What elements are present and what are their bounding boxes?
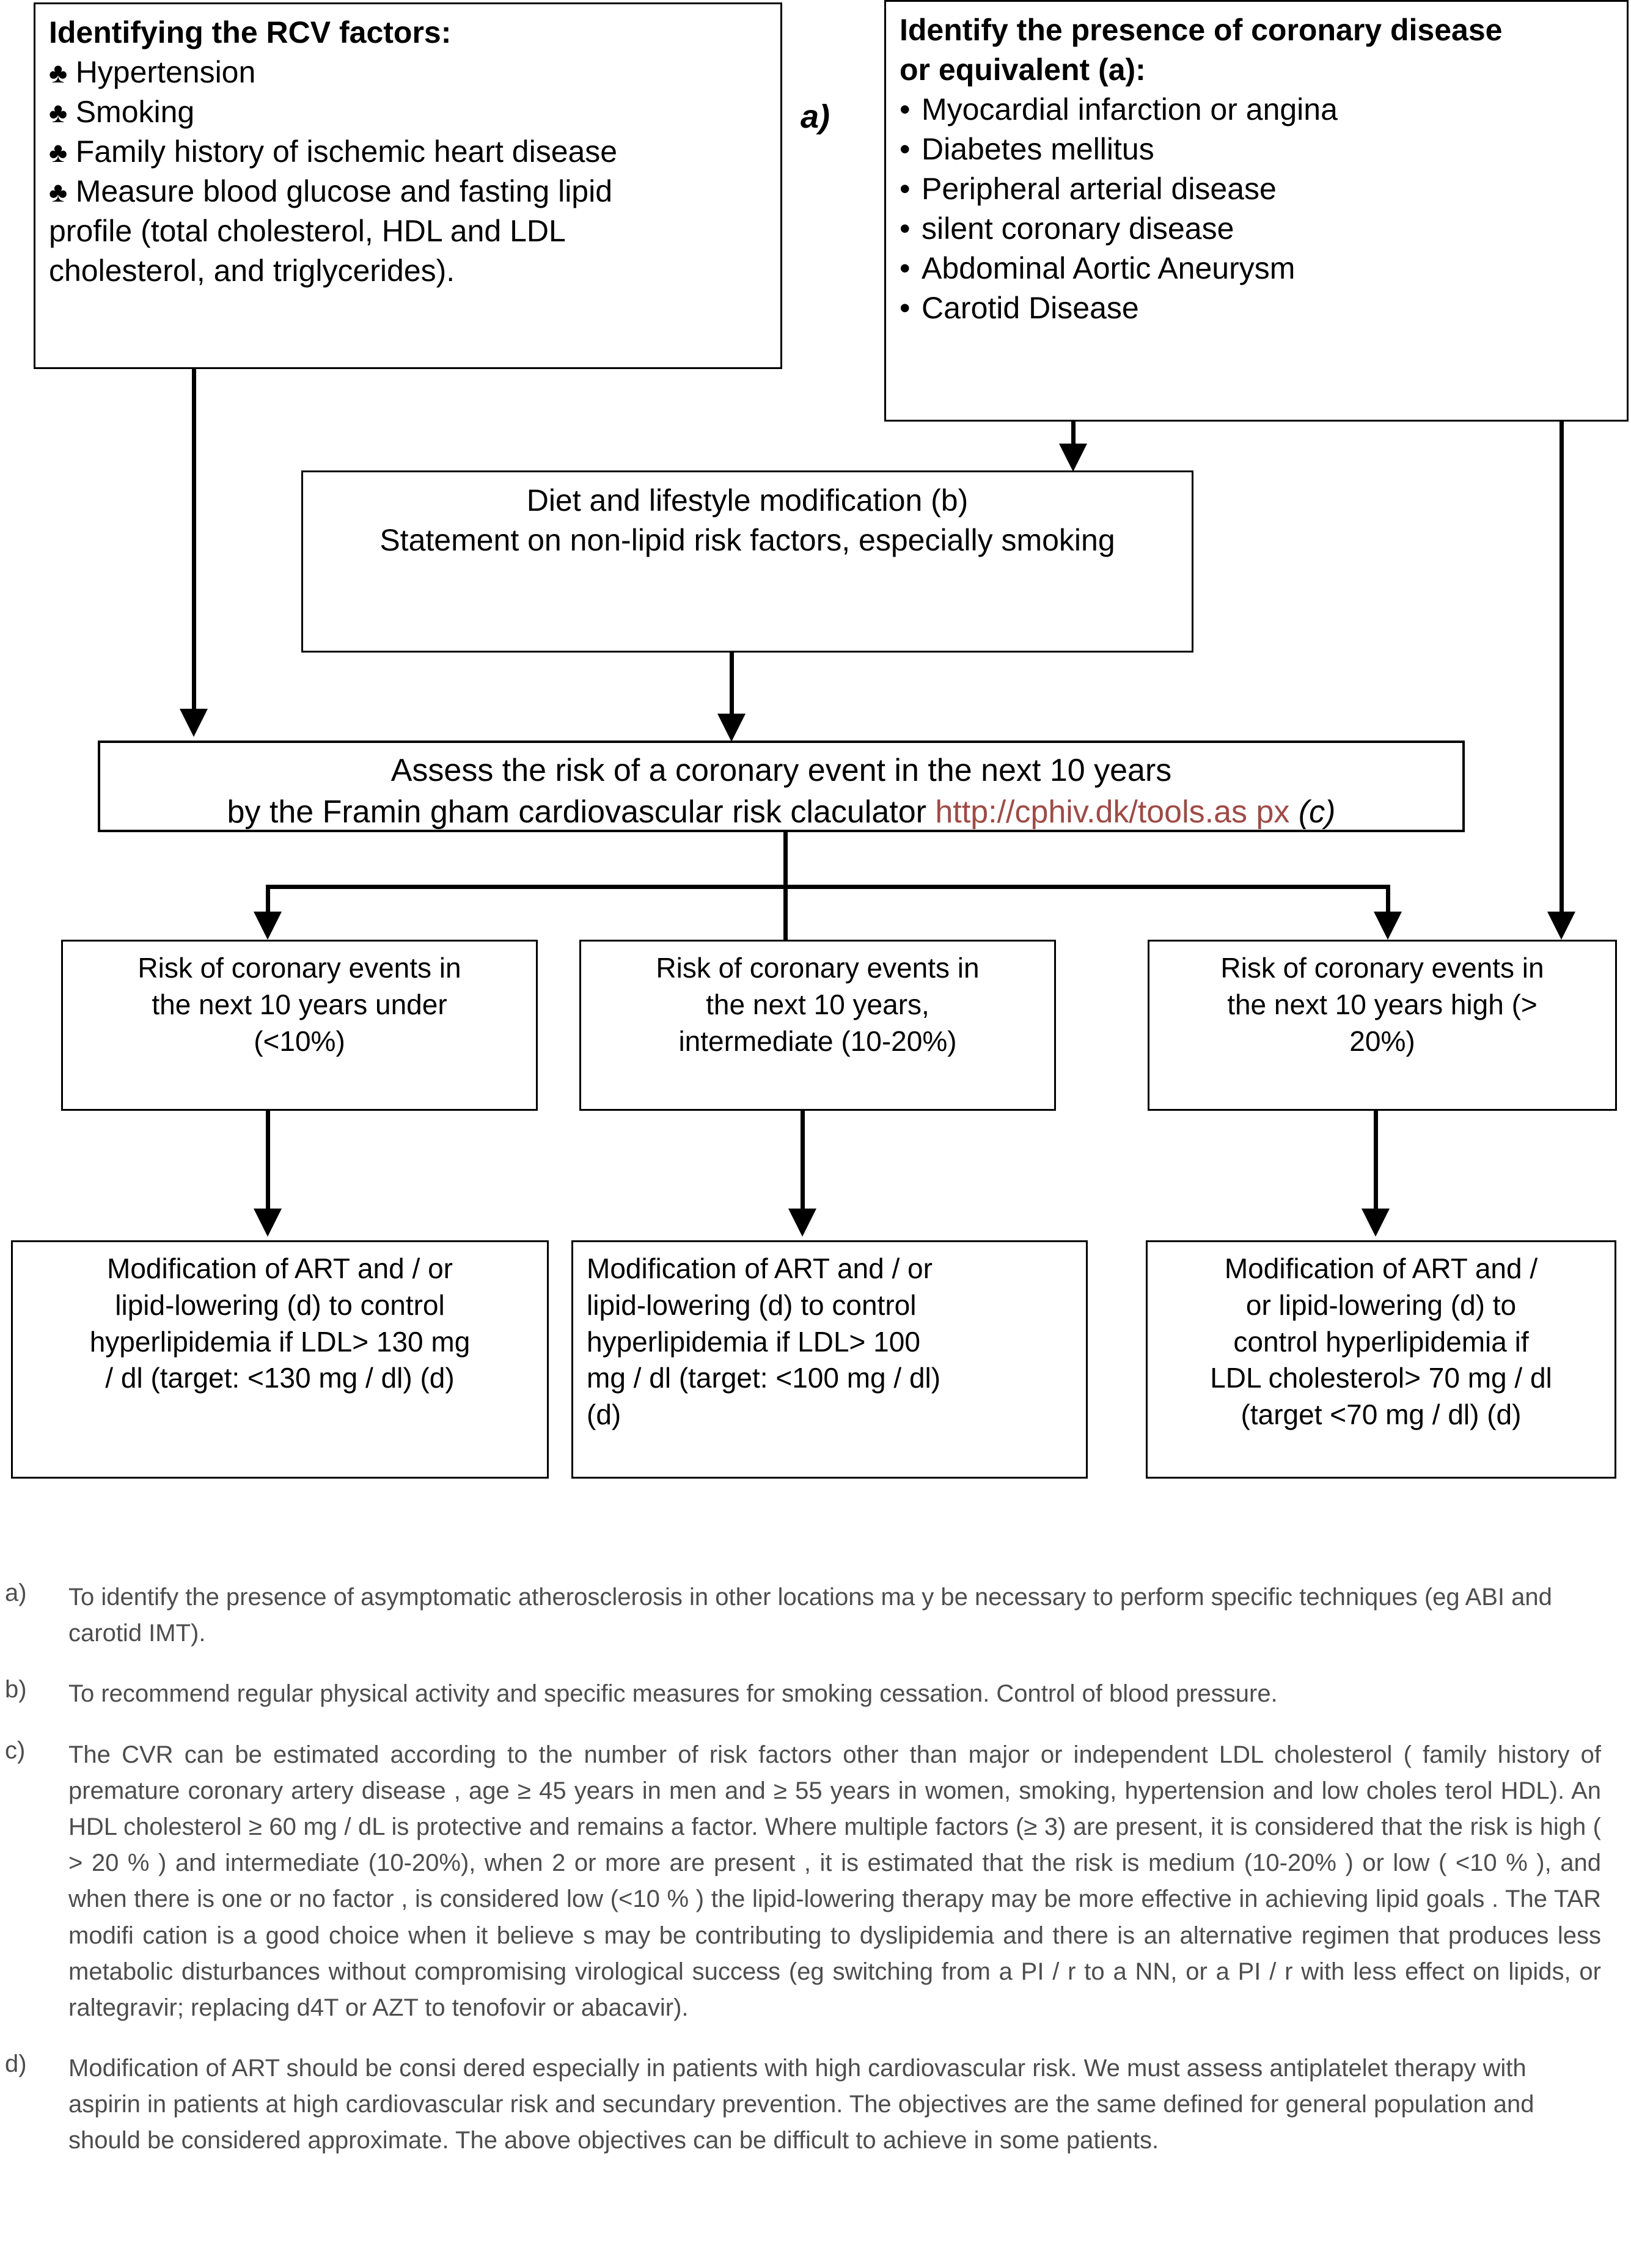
list-item: silent coronary disease	[900, 209, 1613, 249]
footnote-d: d) Modification of ART should be consi d…	[0, 2050, 1601, 2159]
mod-high-line1: Modification of ART and /	[1224, 1253, 1538, 1284]
box-diet-lifestyle: Diet and lifestyle modification (b) Stat…	[301, 470, 1193, 653]
footnote-d-marker: d)	[5, 2050, 27, 2078]
footnote-b: b) To recommend regular physical activit…	[0, 1676, 1601, 1712]
footnote-a-text: To identify the presence of asymptomatic…	[68, 1584, 1552, 1647]
list-item: Peripheral arterial disease	[900, 169, 1613, 209]
risk-low-line3: (<10%)	[254, 1025, 345, 1057]
connector-low-to-mod	[266, 1111, 270, 1213]
risk-low-line1: Risk of coronary events in	[137, 952, 461, 984]
connector-coronary-to-high-risk	[1560, 422, 1564, 916]
box-coronary-disease: Identify the presence of coronary diseas…	[884, 0, 1629, 422]
connector-intermediate-to-mod	[801, 1111, 805, 1213]
box-modification-low: Modification of ART and / or lipid-lower…	[11, 1240, 549, 1479]
mod-low-line2: lipid-lowering (d) to control	[115, 1289, 445, 1321]
risk-mid-line2: the next 10 years,	[706, 988, 929, 1020]
footnote-b-text: To recommend regular physical activity a…	[68, 1680, 1278, 1708]
risk-high-line2: the next 10 years high (>	[1227, 988, 1538, 1020]
list-item-cont: profile (total cholesterol, HDL and LDL	[49, 214, 566, 248]
list-item: Abdominal Aortic Aneurysm	[900, 249, 1613, 288]
risk-mid-line3: intermediate (10-20%)	[678, 1025, 957, 1057]
connector-distributor-bar	[266, 885, 1390, 889]
mod-mid-line5: (d)	[587, 1399, 621, 1431]
footnote-c-marker: c)	[5, 1736, 26, 1764]
footnote-d-text: Modification of ART should be consi dere…	[68, 2055, 1534, 2154]
mod-mid-line1: Modification of ART and / or	[587, 1253, 933, 1284]
risk-mid-line1: Risk of coronary events in	[656, 952, 980, 984]
mod-low-line4: / dl (target: <130 mg / dl) (d)	[105, 1362, 455, 1394]
footnotes: a) To identify the presence of asymptoma…	[0, 1579, 1601, 2184]
arrowhead-coronary-to-diet	[1059, 444, 1087, 472]
connector-branch-low	[266, 885, 270, 920]
footnote-a: a) To identify the presence of asymptoma…	[0, 1579, 1601, 1652]
box-assess-line2: by the Framin gham cardiovascular risk c…	[110, 792, 1453, 833]
risk-high-line1: Risk of coronary events in	[1220, 952, 1544, 984]
assess-line2-prefix: by the Framin gham cardiovascular risk c…	[227, 794, 936, 830]
connector-rcv-to-assess	[192, 369, 196, 711]
connector-branch-high	[1386, 885, 1390, 920]
risk-high-line3: 20%)	[1349, 1025, 1415, 1057]
arrowhead-branch-high	[1374, 912, 1402, 940]
assess-line2-suffix: (c)	[1289, 794, 1336, 830]
arrowhead-diet-to-assess	[717, 714, 746, 742]
footnote-c: c) The CVR can be estimated according to…	[0, 1737, 1601, 2027]
mod-mid-line4: mg / dl (target: <100 mg / dl)	[587, 1362, 941, 1394]
list-item: Measure blood glucose and fasting lipid	[49, 172, 767, 211]
box-assess-line1: Assess the risk of a coronary event in t…	[390, 753, 1172, 788]
box-risk-high: Risk of coronary events in the next 10 y…	[1148, 940, 1617, 1111]
box-risk-intermediate: Risk of coronary events in the next 10 y…	[579, 940, 1056, 1111]
mod-low-line1: Modification of ART and / or	[107, 1253, 453, 1284]
box-rcv-list: Hypertension Smoking Family history of i…	[49, 53, 767, 291]
arrowhead-intermediate-to-mod	[788, 1209, 816, 1237]
box-modification-high: Modification of ART and / or lipid-lower…	[1146, 1240, 1616, 1479]
footnote-a-marker: a)	[5, 1579, 27, 1606]
arrowhead-rcv-to-assess	[180, 709, 208, 737]
mod-high-line4: LDL cholesterol> 70 mg / dl	[1210, 1362, 1552, 1394]
list-item: Smoking	[49, 92, 767, 132]
connector-assess-down	[783, 832, 788, 921]
connector-diet-to-assess	[730, 653, 734, 720]
box-coronary-list: Myocardial infarction or angina Diabetes…	[900, 90, 1613, 328]
framingham-calculator-link[interactable]: http://cphiv.dk/tools.as px	[935, 794, 1290, 830]
mod-high-line2: or lipid-lowering (d) to	[1245, 1289, 1517, 1321]
box-rcv-title: Identifying the RCV factors:	[49, 15, 452, 49]
list-item: Family history of ischemic heart disease	[49, 132, 767, 172]
connector-branch-intermediate	[783, 885, 788, 941]
arrowhead-high-to-mod	[1362, 1209, 1390, 1237]
risk-low-line2: the next 10 years under	[152, 988, 447, 1020]
mod-low-line3: hyperlipidemia if LDL> 130 mg	[89, 1325, 471, 1358]
arrowhead-low-to-mod	[254, 1209, 282, 1237]
list-item: Hypertension	[49, 53, 767, 92]
box-risk-low: Risk of coronary events in the next 10 y…	[61, 940, 538, 1111]
mod-mid-line2: lipid-lowering (d) to control	[587, 1289, 917, 1321]
box-coronary-title-line2: or equivalent (a):	[900, 53, 1146, 87]
list-item: Carotid Disease	[900, 288, 1613, 328]
list-item: Myocardial infarction or angina	[900, 90, 1613, 130]
connector-high-to-mod	[1374, 1111, 1378, 1213]
box-rcv-factors: Identifying the RCV factors: Hypertensio…	[34, 2, 782, 369]
arrowhead-branch-low	[254, 912, 282, 940]
connector-coronary-to-diet	[1071, 422, 1076, 448]
box-modification-intermediate: Modification of ART and / or lipid-lower…	[571, 1240, 1088, 1479]
mod-mid-line3: hyperlipidemia if LDL> 100	[587, 1325, 920, 1358]
panel-label-a: a)	[801, 98, 830, 135]
list-item-cont: cholesterol, and triglycerides).	[49, 254, 455, 288]
box-coronary-title-line1: Identify the presence of coronary diseas…	[900, 13, 1503, 47]
footnote-c-text: The CVR can be estimated according to th…	[68, 1741, 1601, 2021]
arrowhead-coronary-to-high-risk	[1547, 912, 1575, 940]
list-item: Diabetes mellitus	[900, 130, 1613, 169]
box-assess-risk: Assess the risk of a coronary event in t…	[98, 741, 1465, 832]
mod-high-line5: (target <70 mg / dl) (d)	[1241, 1399, 1522, 1431]
box-diet-line2: Statement on non-lipid risk factors, esp…	[379, 523, 1115, 557]
box-diet-line1: Diet and lifestyle modification (b)	[526, 483, 969, 518]
mod-high-line3: control hyperlipidemia if	[1233, 1325, 1529, 1358]
footnote-b-marker: b)	[5, 1676, 27, 1703]
